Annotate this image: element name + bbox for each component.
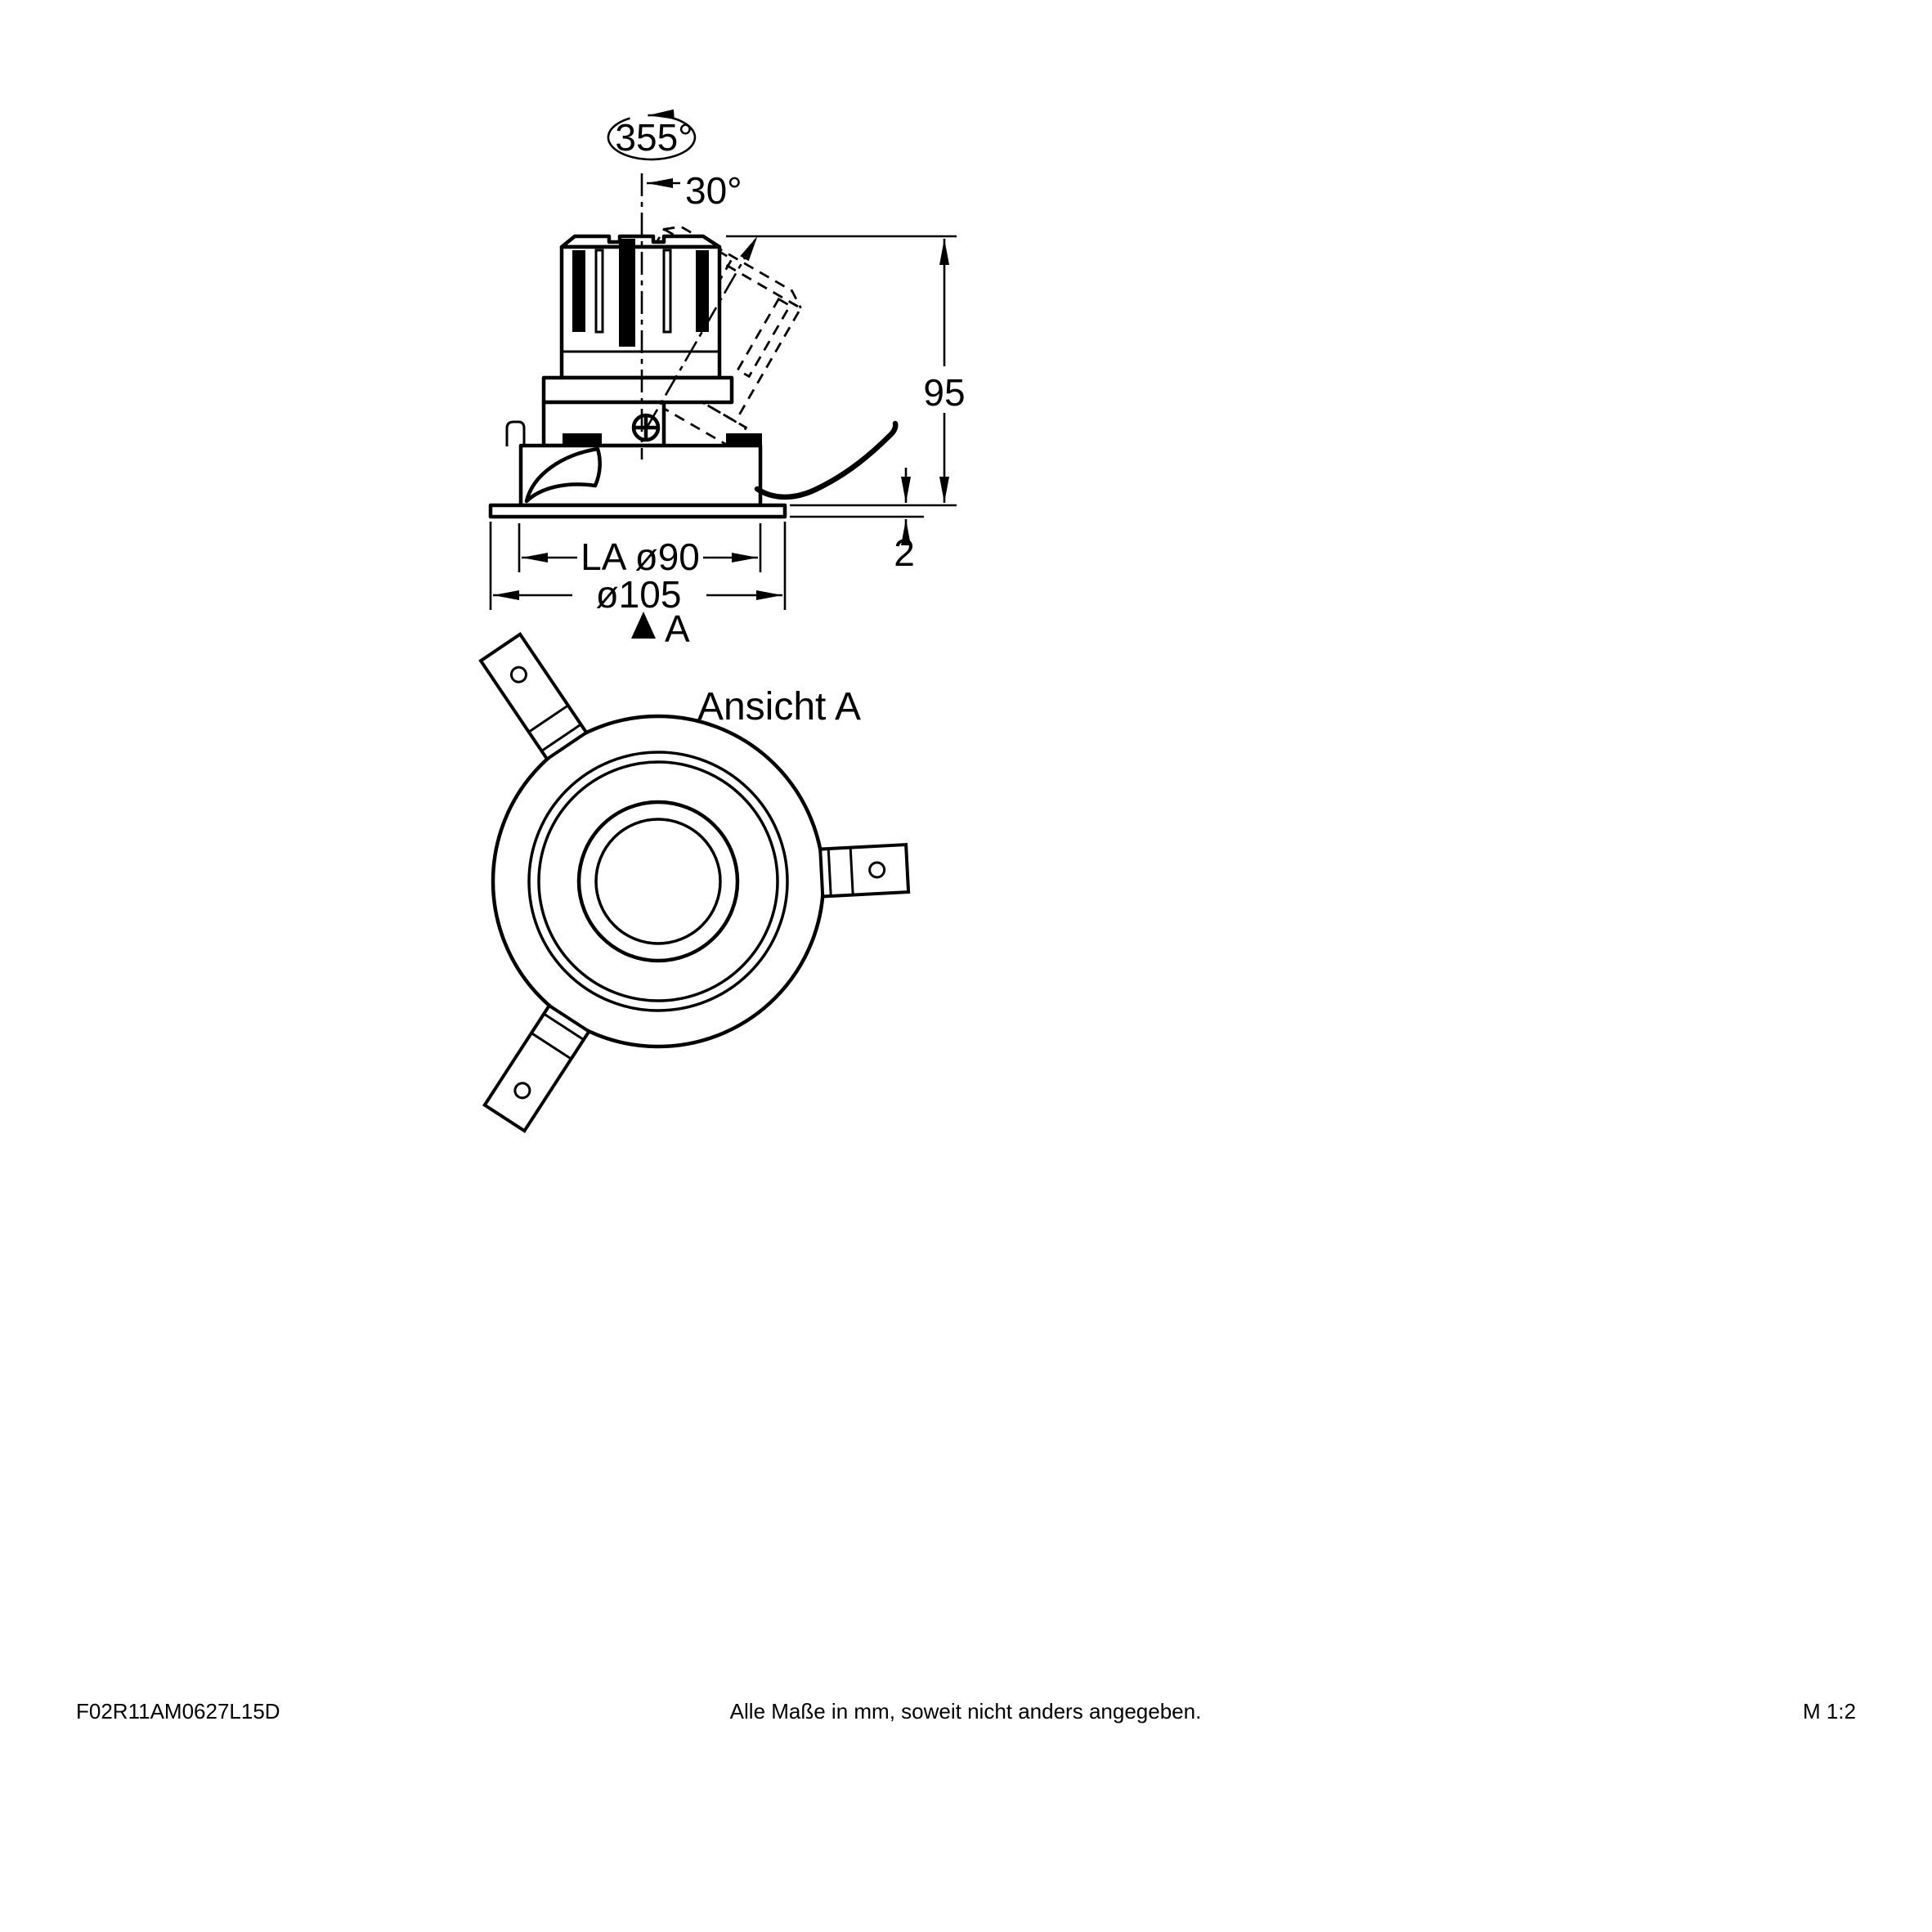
height-dimension-label: 95 (923, 371, 965, 414)
scale-label: M 1:2 (1803, 1699, 1856, 1724)
front-view-title: Ansicht A (697, 685, 861, 728)
side-view: 355° 30° 95 2 LA ø90 (488, 109, 966, 650)
cutout-diameter-label: LA ø90 (580, 536, 700, 578)
heatsink-slot (572, 250, 585, 332)
mounting-arm-lower-left (482, 1003, 592, 1133)
drawing-number: F02R11AM0627L15D (76, 1699, 280, 1724)
cutout-dimension (518, 523, 762, 572)
lamp-top-cap (559, 234, 722, 249)
flange-thickness-label: 2 (894, 531, 915, 574)
front-view: Ansicht A (478, 631, 911, 1133)
view-direction-arrow (631, 612, 656, 639)
title-block: F02R11AM0627L15D Alle Maße in mm, soweit… (76, 1699, 1856, 1724)
tilt-axis-line (644, 235, 759, 430)
outer-diameter-label: ø105 (596, 573, 682, 616)
bezel-circles (491, 714, 826, 1049)
diameter-dimension (489, 522, 787, 610)
spring-clip-left (505, 420, 602, 504)
flange-thickness-dimension (790, 468, 924, 545)
heatsink-slot (696, 250, 709, 332)
tilt-angle-label: 30° (685, 169, 742, 212)
dimensions-note: Alle Maße in mm, soweit nicht anders ang… (730, 1699, 1202, 1724)
lamp-cylinder (559, 244, 722, 380)
rotation-angle-label: 355° (615, 116, 693, 159)
heatsink-slot (619, 239, 635, 347)
rotation-arrow (607, 109, 697, 161)
height-dimension (726, 235, 957, 507)
mounting-flange (488, 503, 787, 519)
mounting-arm-right (818, 842, 911, 899)
lamp-collar (541, 375, 734, 405)
view-arrow-label: A (665, 607, 690, 650)
spring-clip-right (726, 420, 899, 500)
mounting-arm-upper-left (478, 631, 589, 762)
